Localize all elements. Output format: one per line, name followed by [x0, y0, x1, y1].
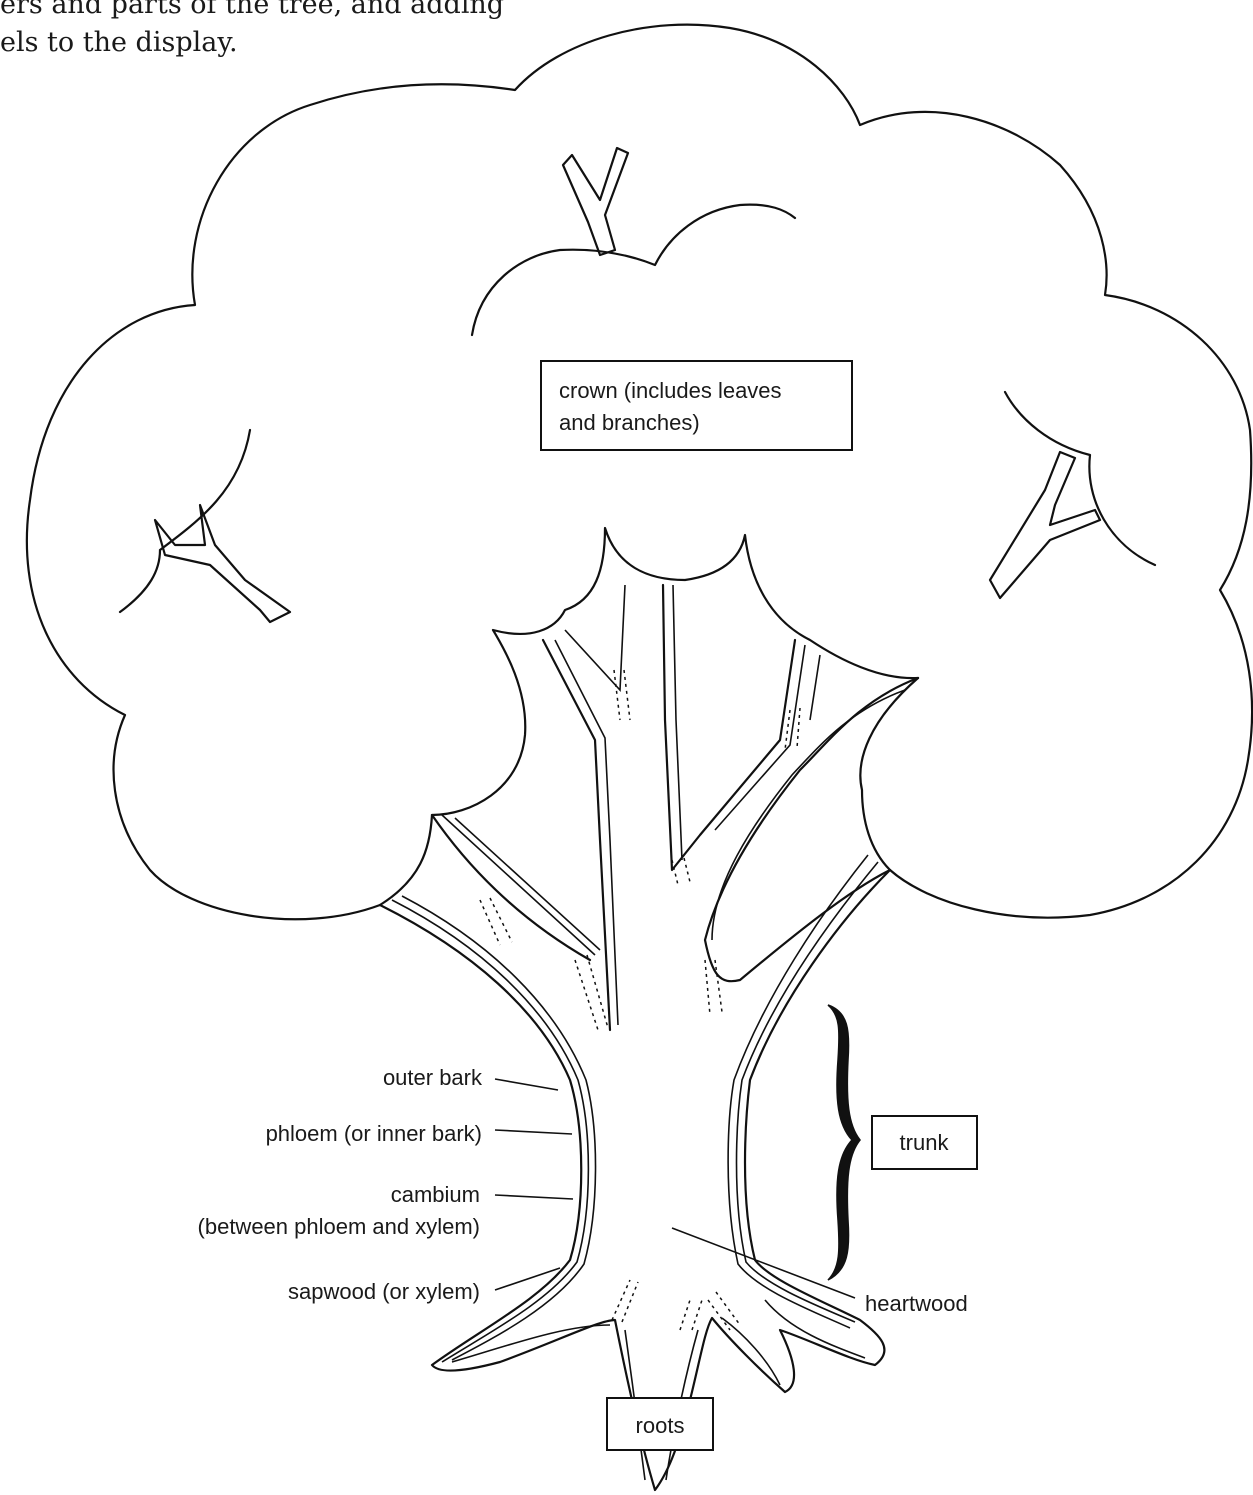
heartwood-boundary-3 — [575, 955, 608, 1030]
heartwood-boundary-4 — [672, 858, 690, 885]
trunk-brace — [828, 1005, 860, 1280]
root-boundary-3 — [708, 1292, 740, 1330]
limb-right — [705, 678, 918, 981]
cambium-label-line-1: cambium — [391, 1182, 480, 1207]
heartwood-boundary-1 — [614, 670, 630, 720]
crown-label-line-2: and branches) — [559, 410, 700, 435]
leader-sapwood — [495, 1268, 560, 1290]
root-boundary-2 — [680, 1300, 702, 1330]
heartwood-boundary-2 — [480, 898, 512, 945]
branch-right — [990, 452, 1100, 598]
branch-left — [155, 505, 290, 622]
limb-center-layers — [673, 585, 805, 860]
sapwood-label: sapwood (or xylem) — [288, 1279, 480, 1304]
crown-label-box — [541, 361, 852, 450]
leader-phloem — [495, 1130, 572, 1134]
limb-center — [663, 585, 795, 870]
cambium-label-line-2: (between phloem and xylem) — [198, 1214, 480, 1239]
branch-top — [563, 148, 628, 255]
outer-bark-label: outer bark — [383, 1065, 483, 1090]
leader-outer-bark — [495, 1079, 558, 1090]
limb-left-inner — [442, 815, 600, 955]
heartwood-label: heartwood — [865, 1291, 968, 1316]
limb-right-layers — [712, 655, 905, 940]
limb-center-left — [543, 640, 610, 1030]
phloem-label: phloem (or inner bark) — [266, 1121, 482, 1146]
trunk-label: trunk — [900, 1130, 950, 1155]
root-boundary-1 — [612, 1280, 638, 1322]
leader-cambium — [495, 1195, 573, 1199]
crown-inner-arc-top — [472, 205, 795, 335]
crown-lower-left-lobe — [380, 528, 918, 905]
leader-heartwood — [672, 1228, 855, 1298]
bark-layer-right-1 — [737, 862, 879, 1322]
root-layers — [452, 1300, 865, 1480]
crown-label-line-1: crown (includes leaves — [559, 378, 782, 403]
roots-label: roots — [636, 1413, 685, 1438]
crown-inner-arc-right — [1005, 392, 1155, 565]
